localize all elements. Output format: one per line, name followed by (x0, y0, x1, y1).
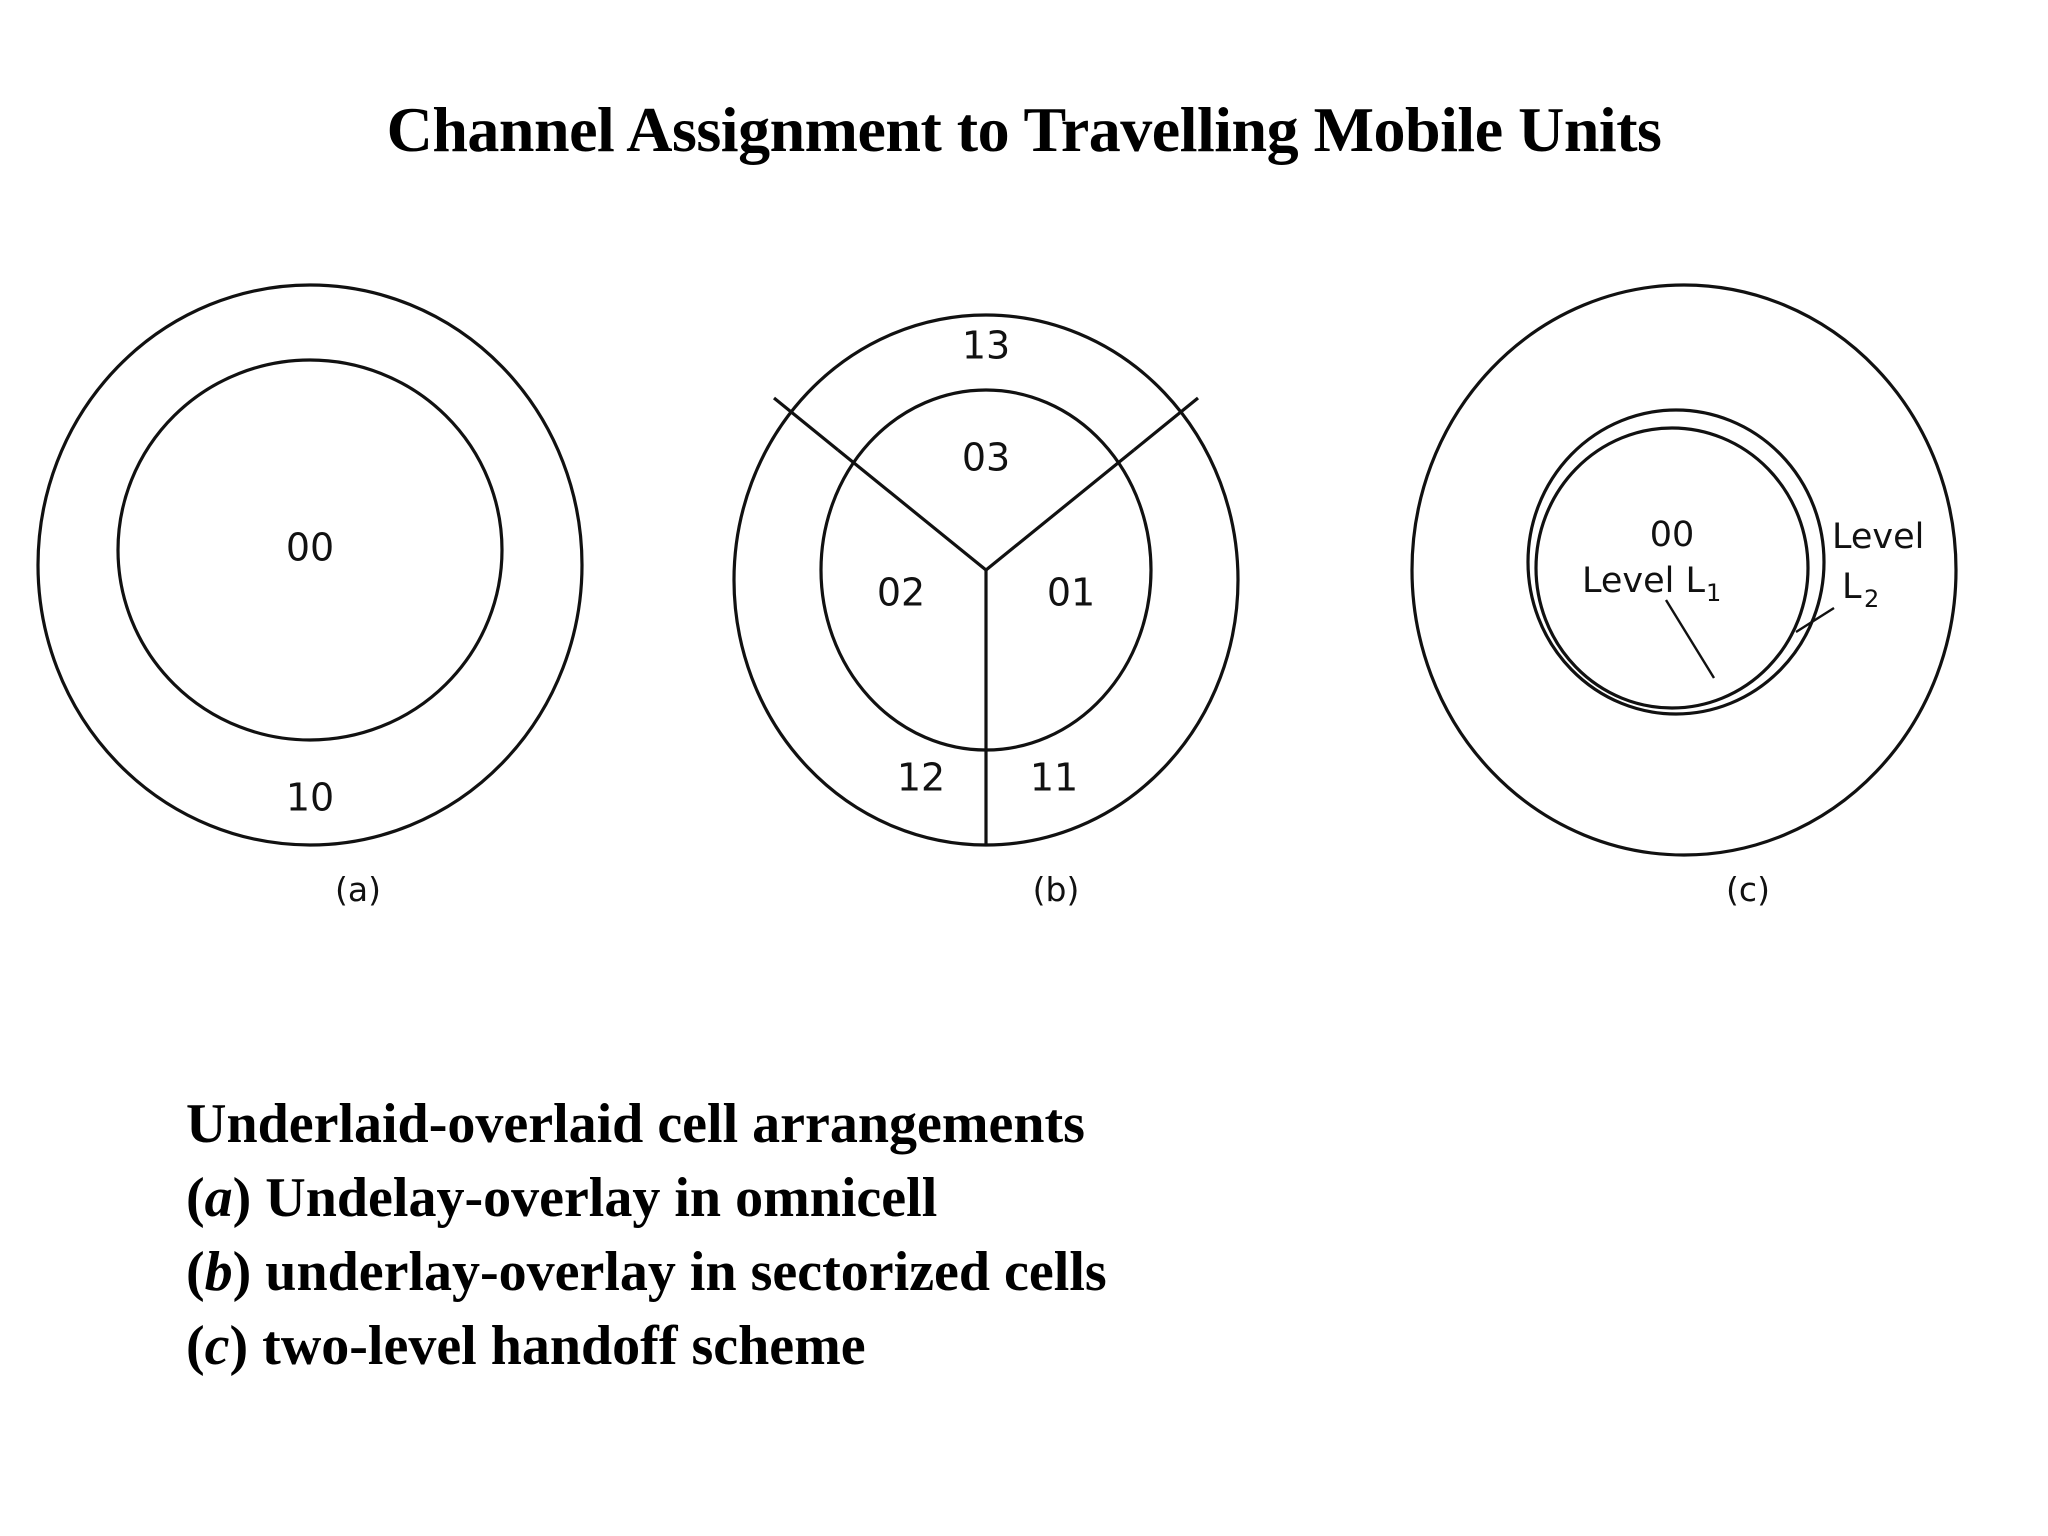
label-level-l2-subscript: 2 (1864, 585, 1879, 613)
open-paren-b: ( (186, 1240, 205, 1303)
description-block: Underlaid-overlaid cell arrangements (a)… (186, 1088, 1686, 1384)
level-l2-circle (1526, 408, 1826, 716)
level-l1-leader-line (1664, 599, 1716, 679)
label-outer-10: 10 (286, 776, 334, 820)
figure-caption-c: (c) (1726, 870, 1770, 909)
label-outer-12: 12 (897, 756, 945, 800)
label-level-l1-subscript: 1 (1706, 579, 1721, 607)
label-outer-11: 11 (1030, 756, 1078, 800)
figure-row: 00 10 (a) 13 03 02 01 12 (0, 270, 2048, 970)
description-line-1: Underlaid-overlaid cell arrangements (186, 1088, 1686, 1162)
inner-divider-upper-right (984, 448, 1136, 572)
label-inner-00: 00 (1650, 515, 1695, 555)
description-line-2-text: ) Undelay-overlay in omnicell (232, 1166, 938, 1229)
open-paren-c: ( (186, 1314, 205, 1377)
label-level-l2-line2: L (1842, 567, 1862, 607)
description-line-4-text: ) two-level handoff scheme (229, 1314, 866, 1377)
level-l1-circle (1534, 426, 1810, 710)
level-l2-leader-line (1795, 606, 1835, 634)
figure-caption-b: (b) (1032, 870, 1080, 909)
inner-cell-circle (116, 358, 504, 742)
figure-panel-a: 00 10 (a) (20, 270, 660, 970)
item-tag-b: b (204, 1240, 233, 1303)
inner-divider-upper-left (836, 448, 988, 572)
figure-panel-b: 13 03 02 01 12 11 (b) (716, 270, 1356, 970)
description-line-1-text: Underlaid-overlaid cell arrangements (186, 1093, 1085, 1155)
outer-cell-circle (1410, 283, 1958, 857)
page-title: Channel Assignment to Travelling Mobile … (386, 94, 1662, 165)
figure-panel-c: 00 Level L 1 Level L 2 (c) (1404, 270, 2044, 970)
omnicell-diagram: 00 10 (36, 283, 584, 847)
label-level-l2-line1: Level (1832, 517, 1924, 557)
label-inner-02: 02 (877, 571, 925, 615)
two-level-handoff-diagram: 00 Level L 1 Level L 2 (1410, 283, 1958, 857)
description-line-2: (a) Undelay-overlay in omnicell (186, 1162, 1686, 1236)
label-inner-00: 00 (286, 526, 334, 570)
figure-caption-a: (a) (335, 870, 381, 909)
label-inner-01: 01 (1047, 571, 1095, 615)
label-inner-03: 03 (962, 436, 1010, 480)
description-line-3: (b) underlay-overlay in sectorized cells (186, 1236, 1686, 1310)
item-tag-a: a (204, 1166, 233, 1229)
description-line-4: (c) two-level handoff scheme (186, 1310, 1686, 1384)
item-tag-c: c (204, 1314, 230, 1377)
outer-divider-upper-right (1132, 396, 1200, 452)
sectorized-cell-diagram: 13 03 02 01 12 11 (732, 313, 1240, 847)
description-line-3-text: ) underlay-overlay in sectorized cells (232, 1240, 1107, 1303)
open-paren-a: ( (186, 1166, 205, 1229)
outer-divider-upper-left (772, 396, 840, 452)
label-outer-13: 13 (962, 324, 1010, 368)
outer-cell-circle (36, 283, 584, 847)
label-level-l1: Level L (1582, 561, 1706, 601)
